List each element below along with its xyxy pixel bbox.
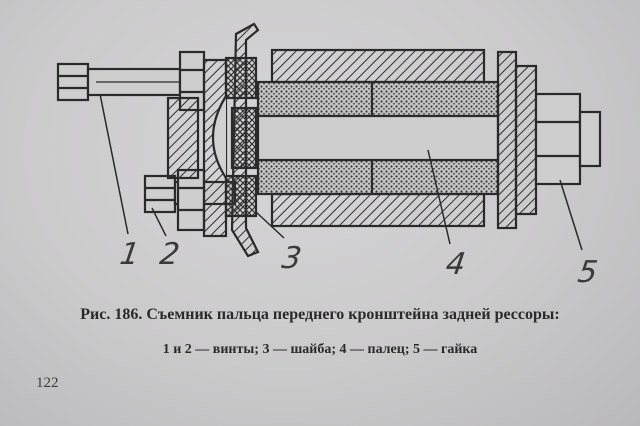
screw-1 [56,62,182,102]
figure-legend: 1 и 2 — винты; 3 — шайба; 4 — палец; 5 —… [162,342,478,357]
pin-4 [256,80,500,196]
figure-caption: Рис. 186. Съемник пальца переднего кронш… [80,306,560,323]
nut-5 [534,92,602,186]
puller-technical-drawing [56,22,602,258]
page-number: 122 [36,375,59,391]
